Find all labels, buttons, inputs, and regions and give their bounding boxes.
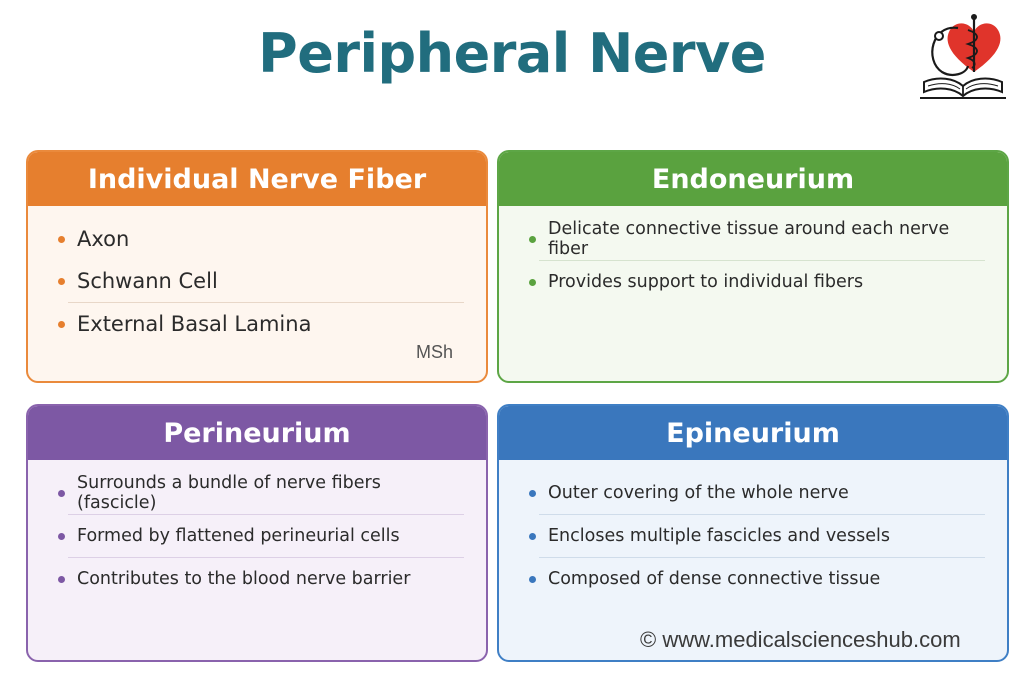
divider xyxy=(539,557,985,558)
list-item-text: Delicate connective tissue around each n… xyxy=(548,219,950,259)
list-item-text: Formed by flattened perineurial cells xyxy=(77,526,400,546)
list-item-text: External Basal Lamina xyxy=(77,312,312,336)
bullet-dot xyxy=(58,235,65,243)
bullet-dot xyxy=(58,320,65,328)
list-item: Delicate connective tissue around each n… xyxy=(529,218,985,260)
list-item-text: Surrounds a bundle of nerve fibers (fasc… xyxy=(77,473,381,513)
list-item: Schwann Cell xyxy=(58,260,464,302)
bullet-dot xyxy=(529,575,536,583)
list-item-text: Composed of dense connective tissue xyxy=(548,569,881,589)
card-individual-nerve-fiber: Individual Nerve Fiber Axon Schwann Cell… xyxy=(26,150,488,383)
card-heading: Endoneurium xyxy=(499,152,1007,206)
bullet-dot xyxy=(58,489,65,497)
list-item-text: Outer covering of the whole nerve xyxy=(548,483,849,503)
list-item: Outer covering of the whole nerve xyxy=(529,472,985,514)
list-item: External Basal Lamina xyxy=(58,303,464,345)
caduceus-heart-book-logo xyxy=(920,14,1006,99)
card-body: Delicate connective tissue around each n… xyxy=(499,206,1007,303)
card-body: Surrounds a bundle of nerve fibers (fasc… xyxy=(28,460,486,600)
bullet-dot xyxy=(58,575,65,583)
bullet-dot xyxy=(529,489,536,497)
card-heading: Individual Nerve Fiber xyxy=(28,152,486,206)
bullet-dot xyxy=(58,532,65,540)
list-item: Composed of dense connective tissue xyxy=(529,558,985,600)
card-body: Axon Schwann Cell External Basal Lamina xyxy=(28,206,486,345)
card-perineurium: Perineurium Surrounds a bundle of nerve … xyxy=(26,404,488,662)
card-heading: Perineurium xyxy=(28,406,486,460)
list-item-text: Provides support to individual fibers xyxy=(548,272,864,292)
list-item-text: Contributes to the blood nerve barrier xyxy=(77,569,411,589)
divider xyxy=(539,260,985,261)
list-item-text: Schwann Cell xyxy=(77,269,218,293)
list-item-text: Encloses multiple fascicles and vessels xyxy=(548,526,890,546)
page-title: Peripheral Nerve xyxy=(258,22,766,85)
divider xyxy=(539,514,985,515)
list-item: Formed by flattened perineurial cells xyxy=(58,515,464,557)
list-item: Provides support to individual fibers xyxy=(529,261,985,303)
card-body: Outer covering of the whole nerve Enclos… xyxy=(499,460,1007,600)
copyright-watermark: © www.medicalscienceshub.com xyxy=(640,627,961,652)
card-epineurium: Epineurium Outer covering of the whole n… xyxy=(497,404,1009,662)
bullet-dot xyxy=(529,532,536,540)
list-item: Surrounds a bundle of nerve fibers (fasc… xyxy=(58,472,464,514)
list-item-text: Axon xyxy=(77,227,130,251)
list-item: Axon xyxy=(58,218,464,260)
card-endoneurium: Endoneurium Delicate connective tissue a… xyxy=(497,150,1009,383)
bullet-dot xyxy=(58,277,65,285)
list-item: Contributes to the blood nerve barrier xyxy=(58,558,464,600)
author-mark: MSh xyxy=(416,342,454,362)
divider xyxy=(68,557,464,558)
card-heading: Epineurium xyxy=(499,406,1007,460)
list-item: Encloses multiple fascicles and vessels xyxy=(529,515,985,557)
bullet-dot xyxy=(529,278,536,286)
divider xyxy=(68,302,464,303)
bullet-dot xyxy=(529,235,536,243)
divider xyxy=(68,514,464,515)
